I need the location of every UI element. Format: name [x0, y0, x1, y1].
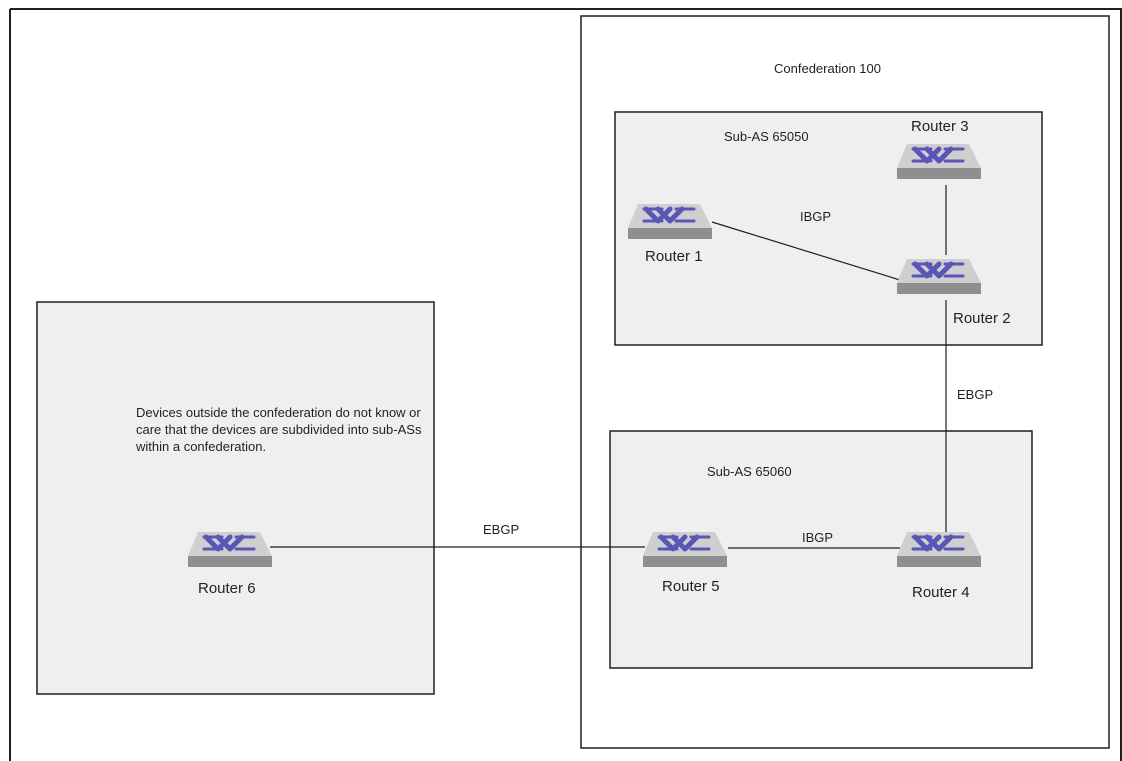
link-r6-r5-label: EBGP — [483, 522, 520, 537]
link-r1-r2 — [711, 221, 901, 281]
external-as-note: Devices outside the confederation do not… — [136, 405, 422, 454]
router-6-label: Router 6 — [198, 580, 256, 597]
router-icon — [897, 259, 981, 294]
link-r1-r2-label: IBGP — [800, 209, 832, 224]
router-icon — [897, 144, 981, 179]
sub-as-65050-label: Sub-AS 65050 — [724, 129, 809, 144]
router-icon — [628, 204, 712, 239]
sub-as-65060-label: Sub-AS 65060 — [707, 464, 792, 479]
router-1-label: Router 1 — [645, 248, 703, 265]
confederation-label: Confederation 100 — [774, 61, 881, 76]
external-as-box — [36, 301, 435, 695]
link-r2-r4-label: EBGP — [957, 387, 994, 402]
router-icon — [897, 532, 981, 567]
router-4-label: Router 4 — [912, 584, 970, 601]
link-r5-r4-label: IBGP — [802, 530, 834, 545]
router-5-label: Router 5 — [662, 578, 720, 595]
router-3-label: Router 3 — [911, 118, 969, 135]
router-icon — [188, 532, 272, 567]
router-icon — [643, 532, 727, 567]
router-2-label: Router 2 — [953, 310, 1011, 327]
